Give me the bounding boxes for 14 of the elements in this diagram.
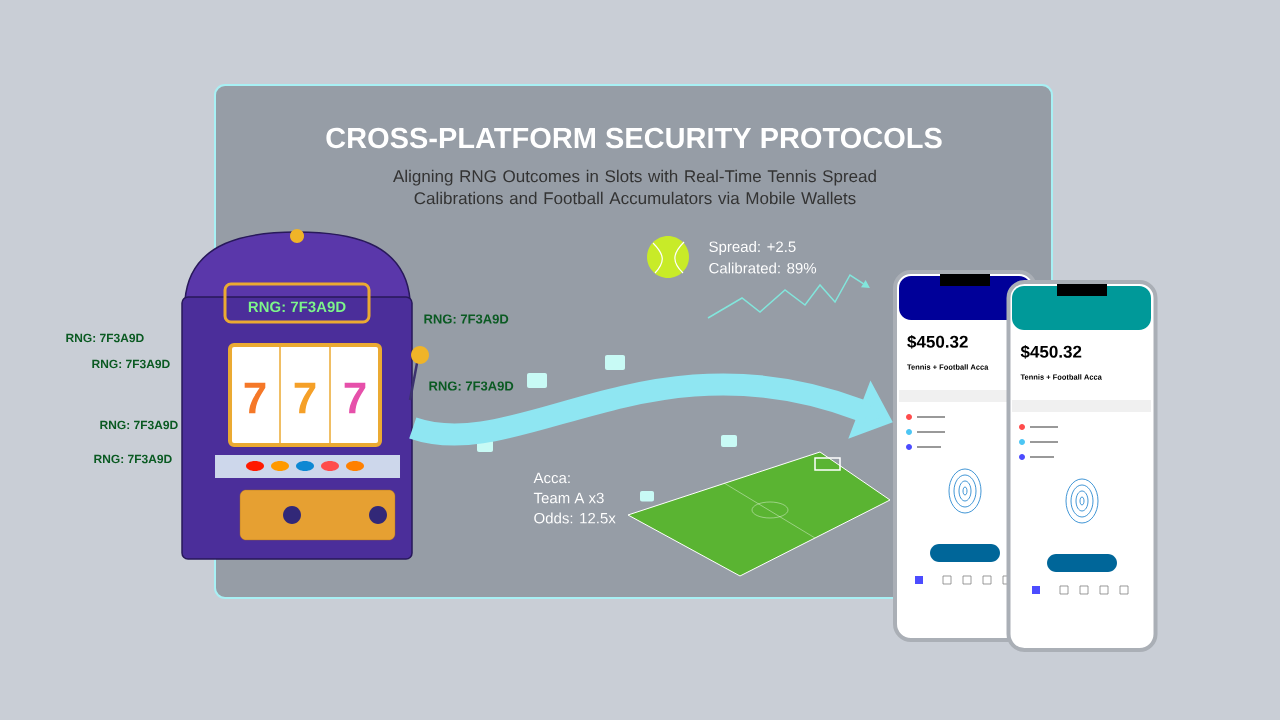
rng-label: RNG: 7F3A9D [66, 333, 144, 343]
calibration-label: Calibrated: 89% [709, 262, 817, 274]
title: CROSS-PLATFORM SECURITY PROTOCOLS [326, 127, 942, 149]
reel-symbol: 7 [344, 382, 366, 414]
accumulator-label: Team A x3 [533, 492, 604, 504]
rng-label: RNG: 7F3A9D [429, 381, 514, 391]
accumulator-label: Acca: [533, 472, 570, 484]
rng-label: RNG: 7F3A9D [92, 359, 170, 369]
reel-symbol: 7 [294, 382, 316, 414]
spread-label: Spread: +2.5 [709, 241, 796, 255]
accumulator-label: Odds: 12.5x [534, 512, 616, 524]
reel-symbol: 7 [244, 382, 266, 414]
rng-label: RNG: 7F3A9D [424, 314, 509, 324]
subtitle: Aligning RNG Outcomes in Slots with Real-Time Tennis Spread Calibrations and Football Accumulators via Mobile Wallets [393, 169, 876, 205]
